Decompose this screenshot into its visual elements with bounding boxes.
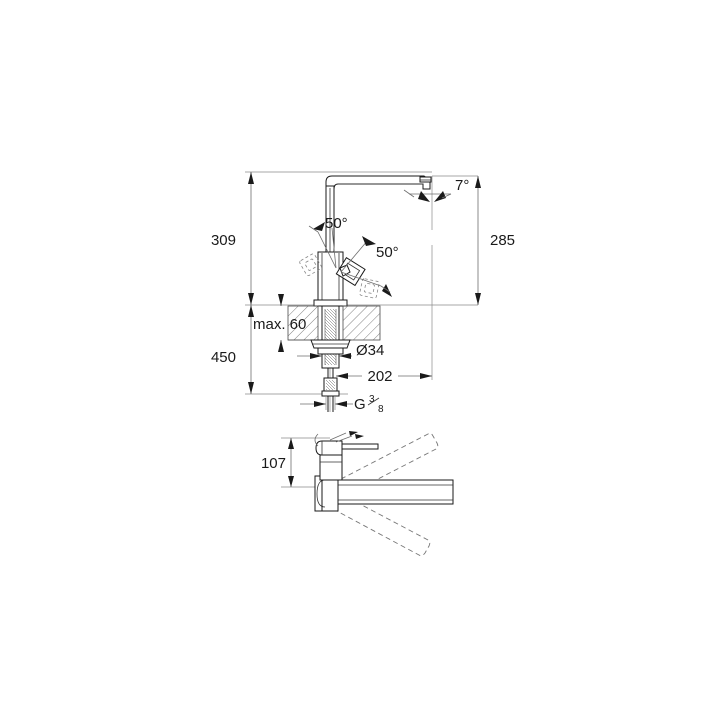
plan-rotation-arrows	[314, 431, 364, 447]
hose-connector	[321, 368, 340, 412]
dimension-g38-prefix: G	[354, 396, 366, 413]
dimension-309: 309	[211, 172, 254, 305]
dimension-angle-7: 7°	[403, 177, 469, 202]
plan-lever-handle	[315, 440, 379, 456]
swivel-range-upper-ghost	[340, 432, 439, 495]
angle-indicator-left-50	[308, 222, 337, 269]
dimension-g38-numerator: 3	[369, 394, 375, 405]
plan-riser-column	[319, 454, 343, 481]
handle-ghost-positions	[299, 253, 380, 299]
dimension-202: 202	[336, 368, 432, 385]
mounting-shank	[310, 305, 351, 369]
angle-indicator-right-50	[340, 236, 392, 297]
dimension-thread-g38: G 3 8	[300, 394, 384, 415]
plan-view: 107	[261, 431, 454, 557]
dimension-50deg-right-label: 50°	[376, 244, 399, 261]
dimension-g38-denominator: 8	[378, 404, 384, 415]
dimension-202-label: 202	[367, 368, 392, 385]
dimension-7deg-label: 7°	[455, 177, 469, 194]
lever-handle	[335, 257, 366, 287]
plan-base-escutcheon	[314, 475, 339, 512]
plan-spout-body	[330, 479, 454, 505]
dimension-50deg-left-label: 50°	[325, 215, 348, 232]
swivel-range-lower-ghost	[332, 493, 431, 557]
dimension-max60-label: max. 60	[253, 316, 306, 333]
elevation-view: 309 450 max. 60	[211, 171, 515, 415]
dimension-285-label: 285	[490, 232, 515, 249]
dimension-450: 450	[211, 305, 254, 394]
dimension-max-60: max. 60	[253, 294, 306, 352]
dimension-107: 107	[261, 438, 294, 487]
dimension-285: 285	[475, 176, 515, 305]
spout-arm	[325, 175, 432, 201]
countertop-section	[287, 305, 381, 341]
dimension-450-label: 450	[211, 349, 236, 366]
faucet-body	[313, 251, 348, 307]
dimension-d34-label: Ø34	[356, 342, 384, 359]
dimension-107-label: 107	[261, 455, 286, 472]
dimension-309-label: 309	[211, 232, 236, 249]
dimension-diameter-34: Ø34	[297, 342, 384, 359]
